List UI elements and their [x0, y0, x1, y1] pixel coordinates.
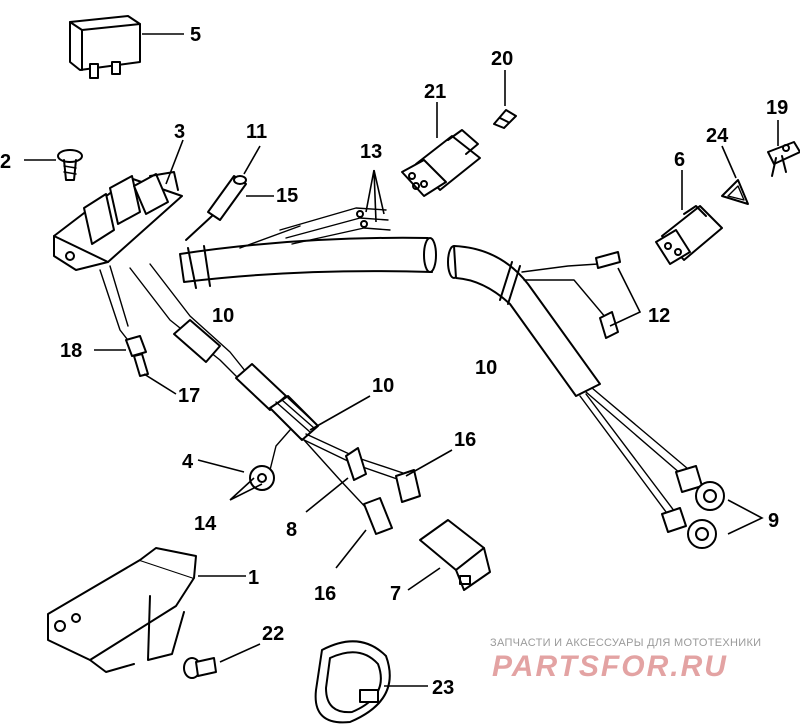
callout-18: 18: [60, 340, 82, 362]
callout-3: 3: [174, 121, 185, 143]
screw-part: [24, 149, 83, 181]
harness-lower-branch: [94, 263, 453, 569]
callout-17: 17: [178, 385, 200, 407]
callout-15: 15: [276, 185, 298, 207]
grommet-part: [721, 145, 749, 205]
watermark-caption: ЗАПЧАСТИ И АКСЕССУАРЫ ДЛЯ МОТОТЕХНИКИ: [490, 637, 761, 649]
callout-2: 2: [0, 151, 11, 173]
callout-10-lower: 10: [372, 375, 394, 397]
callout-5: 5: [190, 24, 201, 46]
callout-10-right: 10: [475, 357, 497, 379]
wire-boot-part: [185, 145, 274, 241]
mounting-bracket-part: [47, 547, 246, 673]
callout-4: 4: [182, 451, 194, 473]
callout-20: 20: [491, 48, 513, 70]
callout-13: 13: [360, 141, 382, 163]
callout-16-upper: 16: [454, 429, 476, 451]
callout-23: 23: [432, 677, 454, 699]
callout-10-upper: 10: [212, 305, 234, 327]
bolt-part: [183, 643, 261, 679]
callout-9: 9: [768, 510, 779, 532]
callout-21: 21: [424, 81, 446, 103]
connector-3pin-part: [401, 102, 481, 197]
callout-7: 7: [390, 583, 401, 605]
harness-upper-sleeve: [179, 169, 437, 289]
callout-24: 24: [706, 125, 729, 147]
relay-part: [69, 15, 184, 79]
tie-strap-part: [314, 640, 428, 724]
harness-right-sleeve: [447, 245, 764, 549]
watermark-logo: PARTSFOR.RU: [492, 650, 728, 683]
connector-6-part: [655, 170, 723, 265]
callout-16-lower: 16: [314, 583, 336, 605]
callout-19: 19: [766, 97, 788, 119]
callout-14: 14: [194, 513, 217, 535]
callout-11: 11: [246, 121, 267, 143]
callout-1: 1: [248, 567, 259, 589]
terminal-pin-part: [493, 70, 517, 129]
callout-22: 22: [262, 623, 284, 645]
callout-12: 12: [648, 305, 670, 327]
retaining-clip-part: [767, 120, 800, 177]
callout-8: 8: [286, 519, 297, 541]
callout-6: 6: [674, 149, 685, 171]
connector-block-part: [407, 519, 491, 591]
terminal-block-part: [53, 139, 184, 271]
